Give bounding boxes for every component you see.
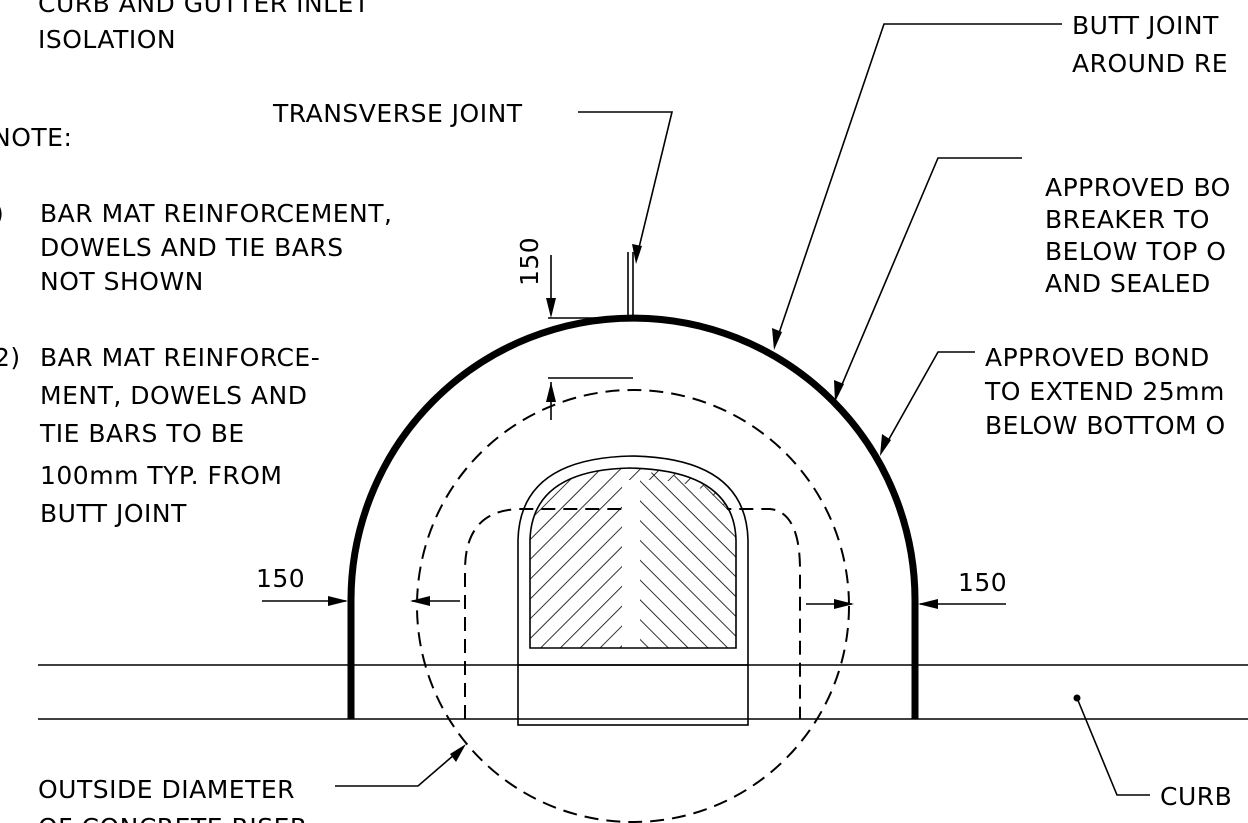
right-dimension: 150 xyxy=(806,568,1007,609)
top-dimension-value: 150 xyxy=(515,237,544,286)
butt-joint-leader xyxy=(775,23,1062,343)
bond-breaker-top-leader xyxy=(837,157,1022,395)
outside-diameter-arrowhead xyxy=(450,744,466,762)
riser-outside-diameter xyxy=(416,389,850,823)
bond-breaker-bottom-arrowhead xyxy=(880,434,891,456)
butt-joint-label-2: AROUND RE xyxy=(1072,49,1228,78)
left-dimension: 150 xyxy=(256,564,460,606)
note-2-line-4: 100mm TYP. FROM xyxy=(40,461,283,490)
butt-joint-arrowhead xyxy=(772,328,782,350)
bond-breaker-bottom-label-1: APPROVED BOND xyxy=(985,343,1210,372)
right-dimension-value: 150 xyxy=(958,568,1007,597)
bond-breaker-top-label-3: BELOW TOP O xyxy=(1045,237,1226,266)
left-dimension-arrowhead xyxy=(328,596,348,606)
bond-breaker-top-label-1: APPROVED BO xyxy=(1045,173,1231,202)
bond-breaker-top-label-4: AND SEALED xyxy=(1045,269,1211,298)
grate-centre-bar xyxy=(622,480,640,650)
transverse-joint-arrowhead xyxy=(632,244,642,264)
bond-breaker-top-callout: APPROVED BO BREAKER TO BELOW TOP O AND S… xyxy=(834,157,1231,402)
transverse-joint-label: TRANSVERSE JOINT xyxy=(272,99,523,128)
note-1-marker: ) xyxy=(0,199,4,228)
butt-joint-label-1: BUTT JOINT xyxy=(1072,11,1219,40)
inlet-grate xyxy=(517,455,749,726)
note-2-line-2: MENT, DOWELS AND xyxy=(40,381,307,410)
grate-outer-frame xyxy=(517,455,749,665)
note-2-line-5: BUTT JOINT xyxy=(40,499,187,528)
title-block: CURB AND GUTTER INLET ISOLATION xyxy=(38,0,370,54)
bond-breaker-top-arrowhead xyxy=(834,380,844,402)
title-line-1: CURB AND GUTTER INLET xyxy=(38,0,370,18)
bond-breaker-top-label-2: BREAKER TO xyxy=(1045,205,1210,234)
notes-block: NOTE: ) BAR MAT REINFORCEMENT, DOWELS AN… xyxy=(0,123,392,528)
butt-joint-callout: BUTT JOINT AROUND RE xyxy=(772,11,1228,350)
curb-leader xyxy=(1076,697,1150,796)
transverse-joint-leader xyxy=(578,111,674,261)
outside-diameter-label-2: OF CONCRETE RISER xyxy=(38,813,308,823)
bond-breaker-bottom-label-2: TO EXTEND 25mm xyxy=(984,377,1225,406)
note-1-line-2: DOWELS AND TIE BARS xyxy=(40,233,344,262)
curb-lines xyxy=(38,664,1248,720)
bond-breaker-outline xyxy=(464,508,801,719)
notes-heading: NOTE: xyxy=(0,123,72,152)
top-dimension-arrowhead xyxy=(546,298,556,318)
note-2-line-1: BAR MAT REINFORCE- xyxy=(40,343,320,372)
grate-hatch-right xyxy=(640,472,736,648)
top-dimension-lower-arrowhead xyxy=(546,382,556,402)
outside-diameter-callout: OUTSIDE DIAMETER OF CONCRETE RISER xyxy=(38,744,466,823)
left-dimension-value: 150 xyxy=(256,564,305,593)
note-2-line-3: TIE BARS TO BE xyxy=(39,419,245,448)
curb-label: CURB xyxy=(1160,782,1232,811)
curb-callout: CURB xyxy=(1073,694,1232,811)
bond-breaker-bottom-label-3: BELOW BOTTOM O xyxy=(985,411,1226,440)
bond-breaker-bottom-callout: APPROVED BOND TO EXTEND 25mm BELOW BOTTO… xyxy=(880,343,1226,456)
right-dimension-arrowhead xyxy=(918,599,938,609)
note-2-marker: 2) xyxy=(0,343,21,372)
transverse-joint: TRANSVERSE JOINT xyxy=(272,99,674,318)
grate-inner-frame xyxy=(529,467,737,649)
title-line-2: ISOLATION xyxy=(38,25,176,54)
left-inner-dimension-arrowhead xyxy=(410,596,430,606)
outside-diameter-leader xyxy=(335,747,463,787)
bond-breaker-bottom-leader xyxy=(883,351,975,449)
right-inner-dimension-arrowhead xyxy=(834,599,854,609)
outside-diameter-label-1: OUTSIDE DIAMETER xyxy=(38,775,295,804)
top-dimension: 150 xyxy=(515,237,633,420)
inlet-frame-base xyxy=(517,664,749,726)
note-1-line-3: NOT SHOWN xyxy=(40,267,204,296)
note-1-line-1: BAR MAT REINFORCEMENT, xyxy=(40,199,392,228)
